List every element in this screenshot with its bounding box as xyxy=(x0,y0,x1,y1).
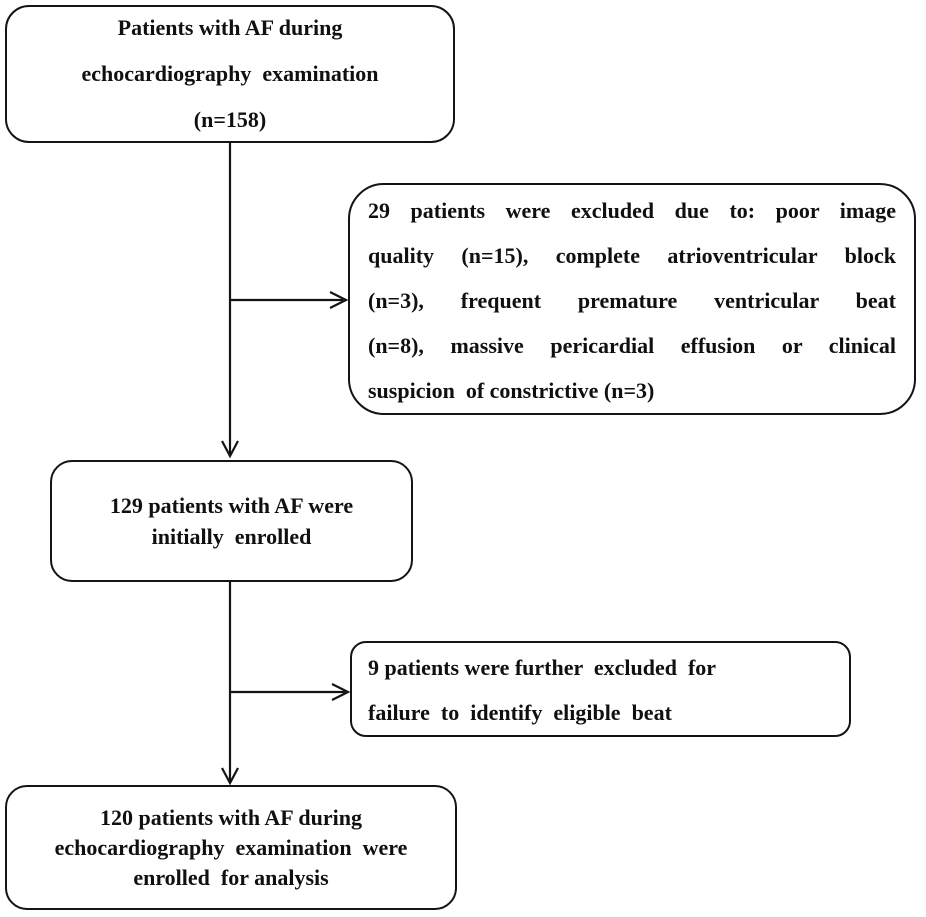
arrow-branch-excluded-first xyxy=(230,291,349,309)
box-excluded-second: 9 patients were further excluded for fai… xyxy=(350,641,851,737)
box-line: 129 patients with AF were xyxy=(109,493,354,518)
box-line: (n=8), massive pericardial effusion or c… xyxy=(368,333,896,358)
box-line: (n=158) xyxy=(193,107,267,132)
box-line: 29 patients were excluded due to: poor i… xyxy=(368,198,896,223)
box-line: (n=3), frequent premature ventricular be… xyxy=(368,288,896,313)
box-line: failure to identify eligible beat xyxy=(368,700,672,725)
box-enrolled-for-analysis: 120 patients with AF during echocardiogr… xyxy=(5,785,457,910)
box-patients-screened: Patients with AF during echocardiography… xyxy=(5,5,455,143)
box-initially-enrolled: 129 patients with AF were initially enro… xyxy=(50,460,413,582)
box-line: 120 patients with AF during xyxy=(99,804,362,830)
box-line: echocardiography examination xyxy=(81,61,379,86)
arrow-enrolled-to-final xyxy=(221,582,239,786)
arrow-initial-to-enrolled xyxy=(221,143,239,459)
box-line: initially enrolled xyxy=(151,524,312,549)
box-line: 9 patients were further excluded for xyxy=(368,655,717,680)
box-excluded-first: 29 patients were excluded due to: poor i… xyxy=(348,183,916,415)
arrow-branch-excluded-second xyxy=(230,683,351,701)
box-line: Patients with AF during xyxy=(117,15,343,40)
box-line: echocardiography examination were xyxy=(54,834,408,860)
box-line: enrolled for analysis xyxy=(133,864,329,890)
box-line: suspicion of constrictive (n=3) xyxy=(368,378,655,403)
box-line: quality (n=15), complete atrioventricula… xyxy=(368,243,896,268)
